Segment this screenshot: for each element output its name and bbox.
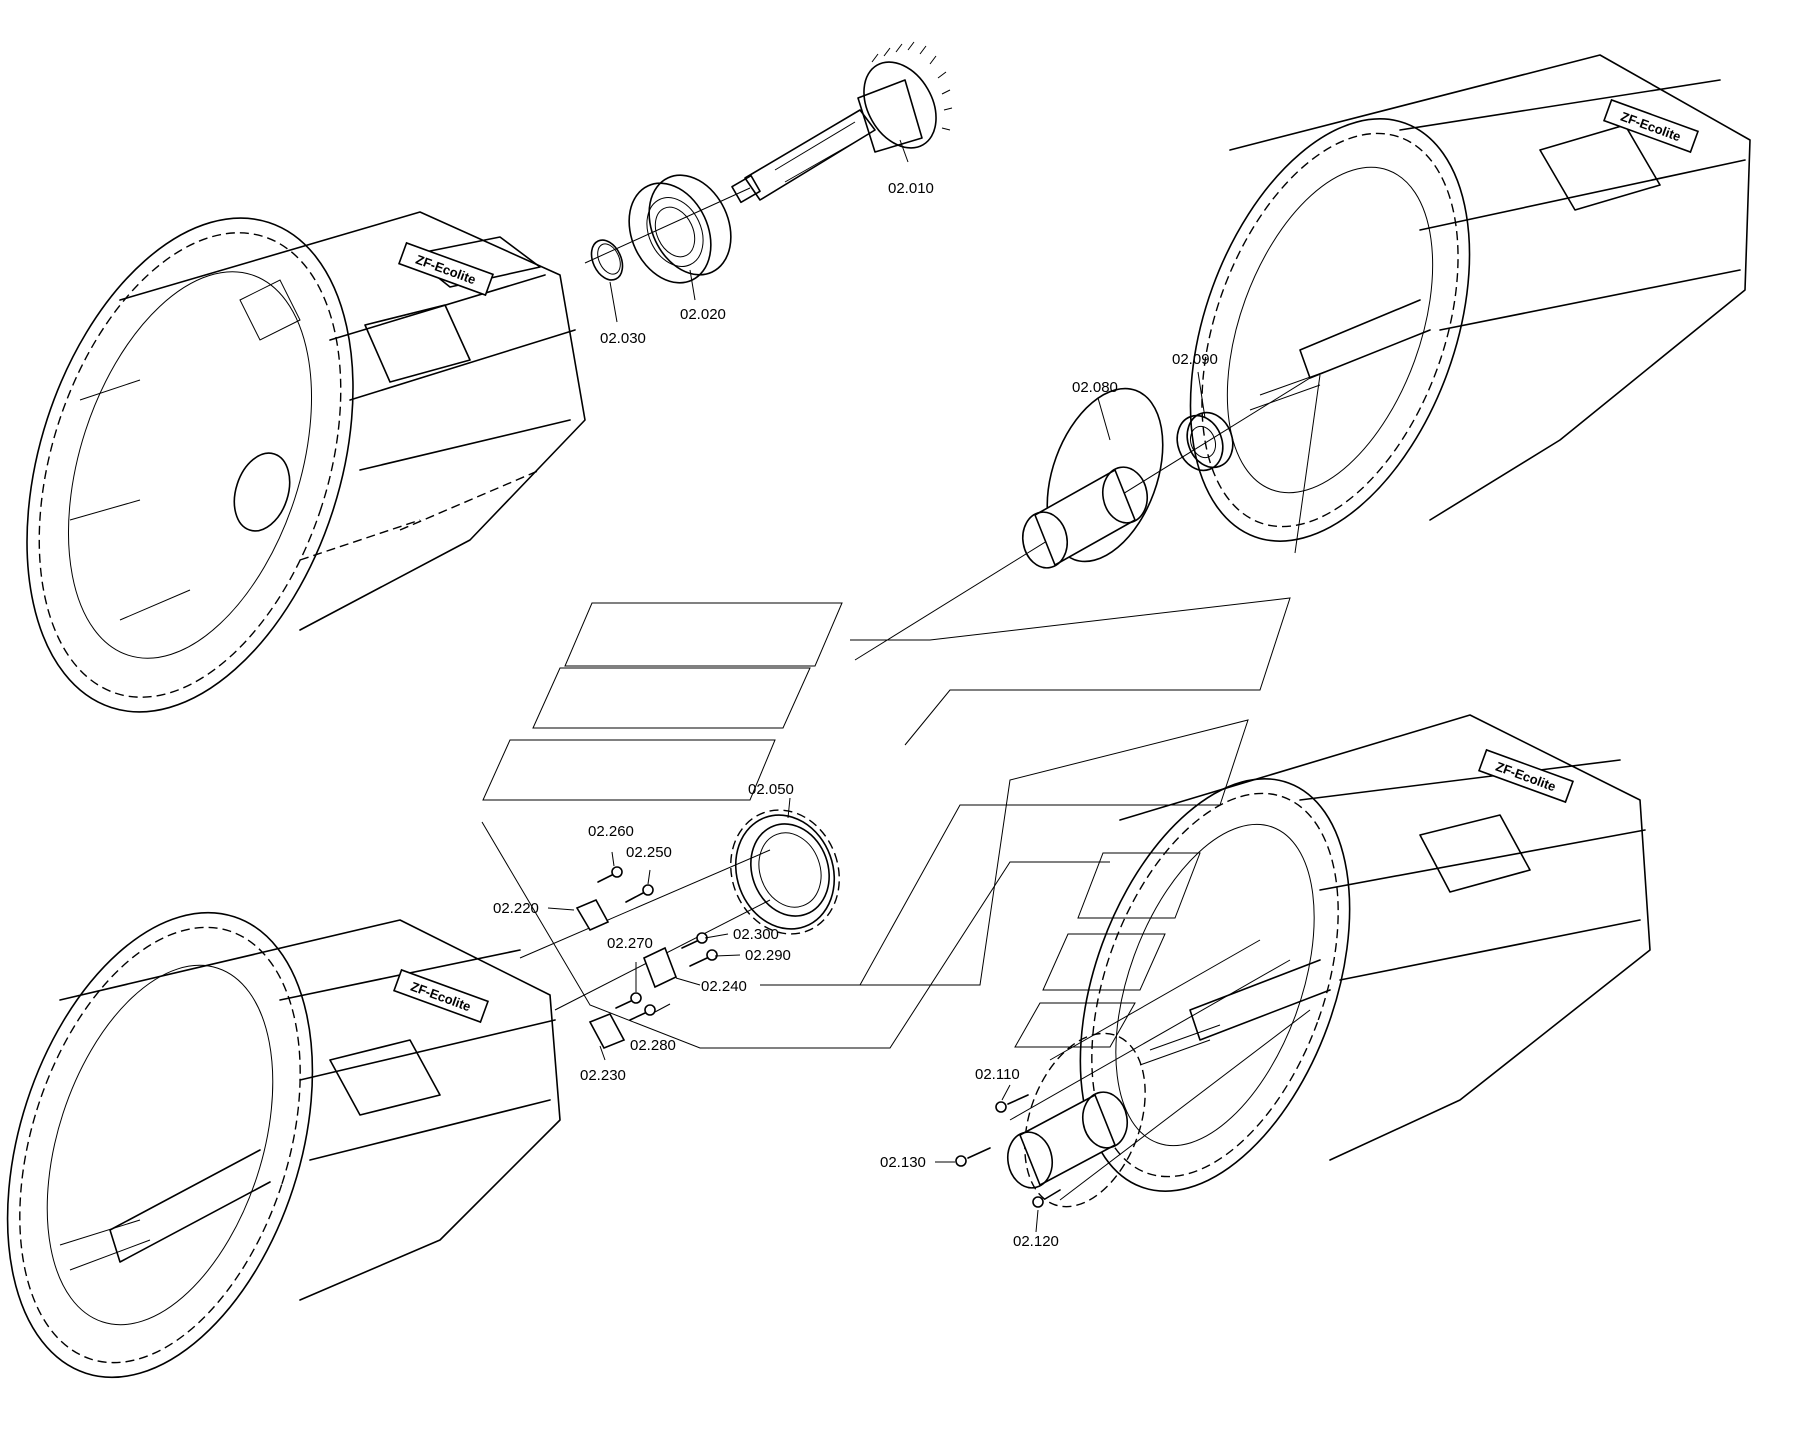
callout-02-030: 02.030 (600, 330, 646, 347)
guide-sleeve (1021, 387, 1164, 569)
callout-02-050: 02.050 (748, 781, 794, 798)
callout-02-280: 02.280 (630, 1037, 676, 1054)
callout-02-020: 02.020 (680, 306, 726, 323)
transmission-housing-upper-right: ZF-Ecolite (1189, 54, 1751, 542)
ball-bearing (628, 174, 732, 284)
callout-02-300: 02.300 (733, 926, 779, 943)
guide-sleeve-variant (1006, 1032, 1146, 1208)
screw-02-300 (681, 932, 708, 949)
shaft-seal (1176, 411, 1234, 472)
screw-02-260 (597, 866, 623, 883)
ring-gear (730, 809, 840, 935)
screw-02-130 (955, 1147, 991, 1167)
screw-02-280 (629, 1004, 656, 1021)
callout-02-010: 02.010 (888, 180, 934, 197)
input-shaft (731, 41, 953, 204)
callout-02-130: 02.130 (880, 1154, 926, 1171)
callout-02-260: 02.260 (588, 823, 634, 840)
transmission-housing-lower-left: ZF-Ecolite (6, 911, 561, 1379)
callout-02-080: 02.080 (1072, 379, 1118, 396)
transmission-housing-upper-left: ZF-Ecolite (26, 211, 586, 713)
callout-02-240: 02.240 (701, 978, 747, 995)
mounting-plates-and-screws (575, 866, 718, 1050)
zf-logo-stripes (481, 597, 1291, 1049)
screw-02-120 (1032, 1189, 1061, 1208)
callout-02-120: 02.120 (1013, 1233, 1059, 1250)
screw-02-110 (995, 1094, 1029, 1113)
callout-02-090: 02.090 (1172, 351, 1218, 368)
callout-02-110: 02.110 (975, 1066, 1020, 1083)
screw-02-290 (689, 949, 718, 967)
snap-ring (590, 239, 624, 281)
screw-02-250 (625, 884, 654, 903)
transmission-housing-lower-right: ZF-Ecolite (1079, 714, 1651, 1192)
callout-02-270: 02.270 (607, 935, 653, 952)
callout-02-220: 02.220 (493, 900, 539, 917)
callout-02-250: 02.250 (626, 844, 672, 861)
screw-02-270 (615, 992, 642, 1009)
callout-02-230: 02.230 (580, 1067, 626, 1084)
callout-02-290: 02.290 (745, 947, 791, 964)
leader-lines (547, 139, 1206, 1233)
